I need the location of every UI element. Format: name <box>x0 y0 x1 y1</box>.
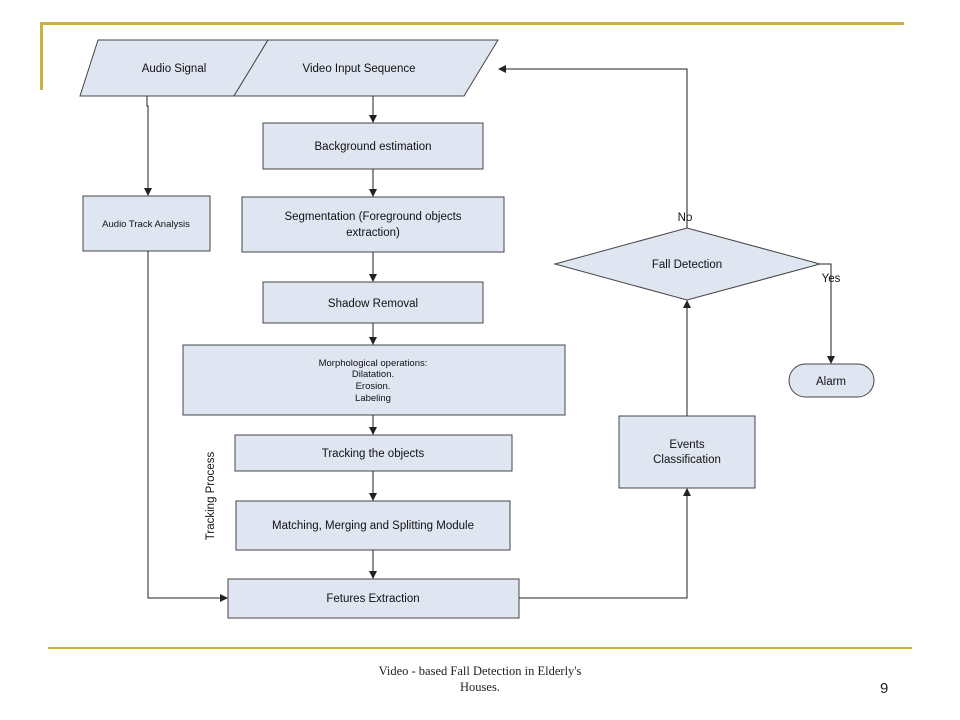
shadow-removal-box <box>262 281 484 324</box>
events-classification-box <box>618 415 756 489</box>
footer-title-line2: Houses. <box>460 680 500 694</box>
page-number: 9 <box>880 680 889 697</box>
audio-signal-label: Audio Signal <box>142 63 207 75</box>
segmentation-label-line1: Segmentation (Foreground objects <box>284 211 461 223</box>
left-rule <box>40 22 43 90</box>
video-input-shape <box>233 39 499 97</box>
segmentation-box <box>241 196 505 253</box>
alarm-terminal <box>788 363 875 398</box>
morph-label-line2: Dilatation. <box>352 369 394 380</box>
alarm-label: Alarm <box>816 376 846 388</box>
audio-track-analysis-box <box>82 195 211 252</box>
segmentation-label-line2: extraction) <box>346 227 400 239</box>
no-label: No <box>678 212 693 224</box>
arrow-no-to-video <box>498 65 688 228</box>
audio-track-analysis-label: Audio Track Analysis <box>102 219 190 230</box>
footer-title-line1: Video - based Fall Detection in Elderly'… <box>378 664 582 678</box>
morph-label-line3: Erosion. <box>356 381 391 392</box>
yes-label: Yes <box>822 273 841 285</box>
background-estimation-label: Background estimation <box>315 141 432 153</box>
arrow-analysis-to-features <box>147 251 228 602</box>
arrow-audio-to-analysis <box>144 96 152 196</box>
events-label-line2: Classification <box>653 454 721 466</box>
fall-detection-label: Fall Detection <box>652 259 722 271</box>
arrow-features-to-events <box>519 488 691 599</box>
tracking-objects-box <box>234 434 513 472</box>
bottom-rule <box>48 647 912 649</box>
video-input-label: Video Input Sequence <box>303 63 416 75</box>
features-extraction-box <box>227 578 520 619</box>
morphological-box <box>182 344 566 416</box>
matching-label: Matching, Merging and Splitting Module <box>272 520 474 532</box>
footer-title: Video - based Fall Detection in Elderly'… <box>330 663 630 695</box>
matching-box <box>235 500 511 551</box>
morph-label-line1: Morphological operations: <box>319 358 428 369</box>
top-rule <box>40 22 904 25</box>
tracking-objects-label: Tracking the objects <box>322 448 425 460</box>
tracking-process-label: Tracking Process <box>205 452 217 541</box>
arrow-yes-to-alarm <box>820 263 835 364</box>
events-label-line1: Events <box>669 439 704 451</box>
features-extraction-label: Fetures Extraction <box>326 593 419 605</box>
shadow-removal-label: Shadow Removal <box>328 298 418 310</box>
morph-label-line4: Labeling <box>355 393 391 404</box>
